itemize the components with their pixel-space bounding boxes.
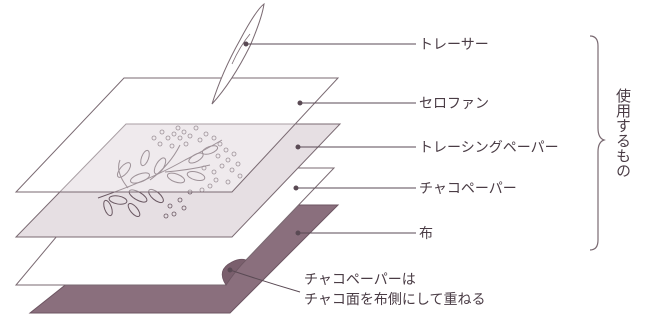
cellophane-sheet xyxy=(14,77,340,193)
motif-buds xyxy=(151,125,243,219)
label-chalk-paper: チャコペーパー xyxy=(419,181,517,197)
chalk-paper-curl xyxy=(221,258,247,286)
label-cellophane: セロファン xyxy=(419,96,489,112)
botanical-motif xyxy=(97,139,223,218)
label-tracer: トレーサー xyxy=(419,37,489,53)
label-tracing-paper: トレーシングペーパー xyxy=(419,140,559,156)
label-fabric: 布 xyxy=(419,226,433,242)
tracing-paper-sheet xyxy=(14,123,342,238)
note-line-1: チャコペーパーは xyxy=(304,272,416,288)
tracer-stylus xyxy=(211,2,265,105)
group-label: 使用するもの xyxy=(614,88,632,178)
note-line-2: チャコ面を布側にして重ねる xyxy=(304,292,485,308)
group-bracket xyxy=(589,35,606,251)
leader-lines xyxy=(227,41,416,293)
